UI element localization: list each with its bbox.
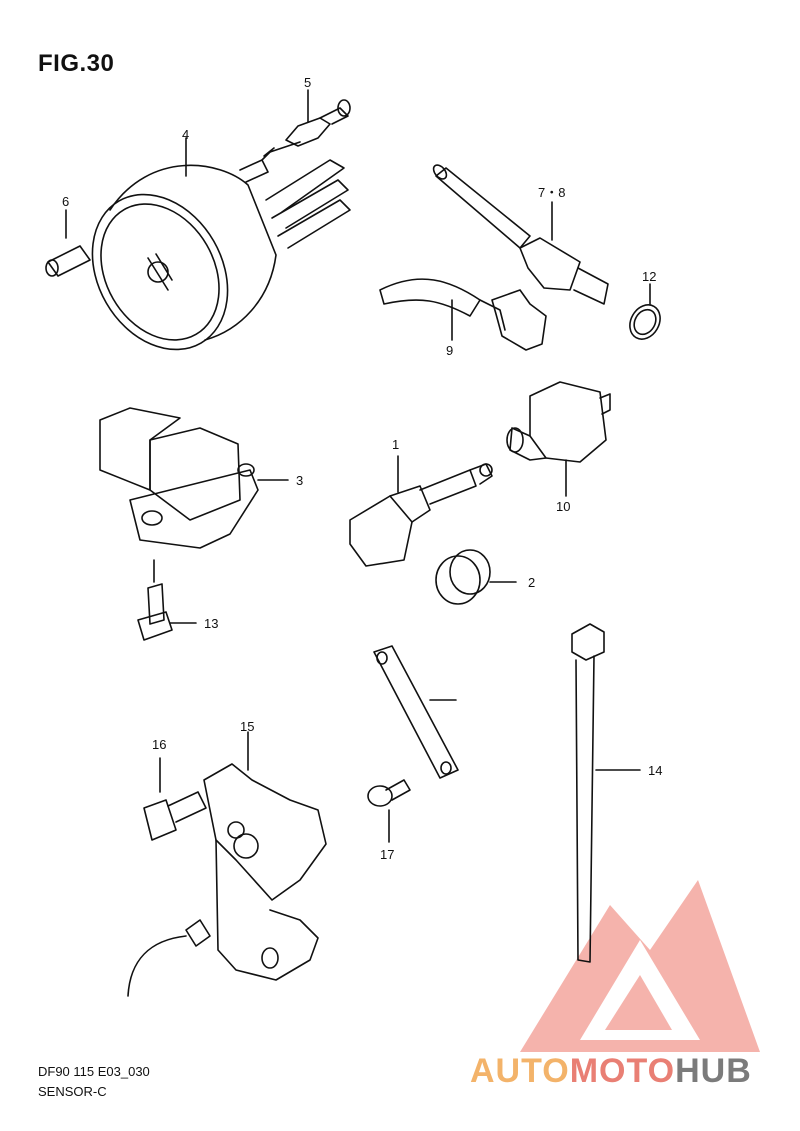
part-17-bracket <box>373 645 459 779</box>
callout-3: 3 <box>296 473 304 488</box>
part-7-8-sender <box>432 164 609 305</box>
callout-16: 17 <box>380 847 395 862</box>
part-13-cable-tie <box>571 623 641 963</box>
watermark-moto: MOTO <box>569 1052 676 1090</box>
watermark-auto: AUTO <box>470 1052 570 1090</box>
part-12-bolt <box>137 559 197 641</box>
callout-12: 13 <box>204 616 219 631</box>
figure-subtitle: SENSOR-C <box>38 1084 107 1099</box>
part-14-position-sensor <box>127 731 327 997</box>
part-9-switch <box>379 278 547 351</box>
callout-13: 14 <box>648 763 663 778</box>
watermark-text: AUTOMOTOHUB <box>470 1052 752 1091</box>
callout-11: 12 <box>642 269 657 284</box>
watermark-logo <box>520 880 760 1052</box>
callout-5: 5 <box>304 75 312 90</box>
part-1-sensor <box>349 455 493 567</box>
watermark-hub: HUB <box>675 1052 752 1090</box>
part-16-screw <box>367 779 411 843</box>
callout-15: 16 <box>152 737 167 752</box>
callout-4: 4 <box>182 127 190 142</box>
part-10-knock-sensor <box>506 381 611 497</box>
part-3-map-sensor <box>99 407 289 549</box>
callout-2: 2 <box>528 575 536 590</box>
part-6-bulb <box>45 209 91 277</box>
part-2-grommet <box>435 549 517 605</box>
part-11-washer <box>629 283 661 340</box>
callout-14: 15 <box>240 719 255 734</box>
figure-title: FIG.30 <box>38 50 115 77</box>
callout-6: 6 <box>62 194 70 209</box>
callout-10: 10 <box>556 499 571 514</box>
callout-1: 1 <box>392 437 400 452</box>
part-15-bolt <box>143 757 207 841</box>
callout-7-8: 7・8 <box>538 185 566 200</box>
part-4-gauge <box>91 137 351 351</box>
part-5-terminal <box>285 89 351 147</box>
callout-9: 9 <box>446 343 454 358</box>
figure-code: DF90 115 E03_030 <box>38 1064 150 1079</box>
